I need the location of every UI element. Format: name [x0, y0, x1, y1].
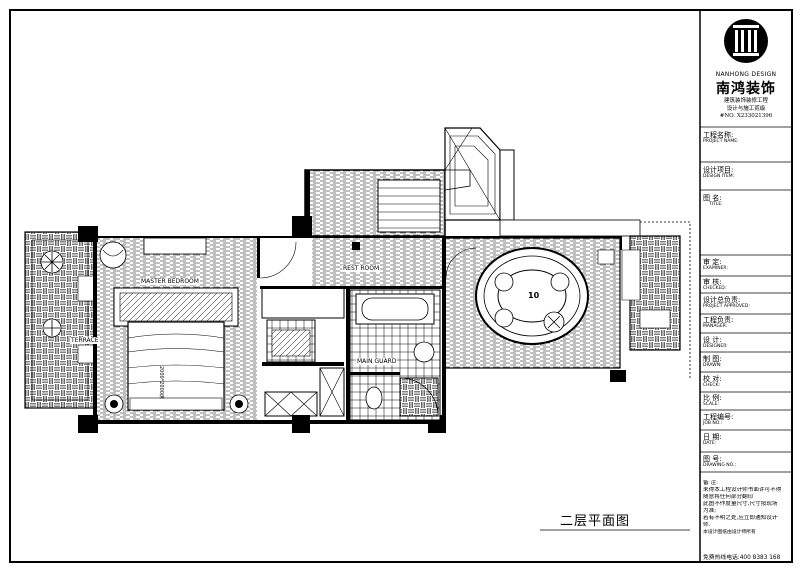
notes-heading: 备 注: — [703, 480, 718, 486]
field-date: 日 期:DATE: — [703, 433, 722, 446]
brand-cert-no: #NO. X233021396 — [719, 113, 773, 119]
notes-line: 未得本工程设计师书面许可不得 — [703, 487, 782, 493]
title-block-grid — [700, 126, 792, 473]
brand-tagline-1: 建筑装饰装修工程 — [723, 98, 768, 104]
field-project-name: 工程名称:PROJECT NAME: — [703, 131, 739, 144]
field-examiner: 审 定:EXAMINER: — [703, 258, 728, 271]
notes-line: 此图不作度量尺寸,尺寸按现场 — [703, 501, 778, 507]
notes-line: 本设计图纸由设计师所有 — [703, 530, 756, 535]
floor-plan: 2000*2000床 — [24, 127, 691, 433]
notes-line: 随意将任何部分翻印 — [703, 494, 754, 500]
field-designer: 设 计:DESIGNER: — [703, 336, 728, 349]
notes-block: 备 注: 未得本工程设计师书面许可不得 随意将任何部分翻印 此图不作度量尺寸,尺… — [703, 480, 791, 536]
field-checked: 审 核:CHECKED: — [703, 278, 727, 291]
brand-tagline-2: 设计与施工贰级 — [726, 106, 766, 112]
notes-line: 为准; — [703, 508, 717, 514]
room-label-rest-room: REST ROOM — [342, 265, 381, 272]
hotline: 免费热线电话:400 8383 168 — [703, 555, 781, 561]
sheet-title: 二层平面图 — [560, 514, 631, 529]
field-drawing-no: 图 号:DRAWING NO.: — [703, 455, 736, 468]
notes-line: 师. — [703, 522, 711, 528]
notes-line: 若有不明之处,应立即通知设计 — [703, 515, 778, 521]
field-drawn: 制 图:DRAWN: — [703, 355, 722, 368]
brand-block: NANHONG DESIGN 南鸿装饰 建筑装饰装修工程 设计与施工贰级 #NO… — [700, 10, 792, 130]
field-design-item: 设计项目:DESIGN ITEM: — [703, 166, 735, 179]
room-label-master-bedroom: MASTER BEDROOM — [140, 278, 200, 285]
brand-name-cn: 南鸿装饰 — [716, 81, 776, 97]
brand-logo-emblem — [724, 19, 768, 63]
field-check: 校 对:CHECK: — [703, 375, 722, 388]
room-label-main-guard: MAIN GUARD — [356, 358, 398, 365]
room-label-dining: 10 — [527, 291, 541, 300]
field-job-no: 工程编号:JOB NO.: — [703, 413, 734, 426]
title-block: NANHONG DESIGN 南鸿装饰 建筑装饰装修工程 设计与施工贰级 #NO… — [700, 10, 792, 562]
field-title: 图 名:TITLE: — [703, 194, 723, 207]
field-manager: 工程负责:MANAGER: — [703, 316, 734, 329]
svg-text:2000*2000床: 2000*2000床 — [158, 366, 165, 399]
room-label-terrace: TERRACE — [70, 337, 100, 344]
field-scale: 比 例:SCALE: — [703, 394, 722, 407]
brand-name-en: NANHONG DESIGN — [715, 71, 777, 78]
field-project-approved: 设计总负责:PROJECT APPROVED: — [703, 296, 750, 309]
